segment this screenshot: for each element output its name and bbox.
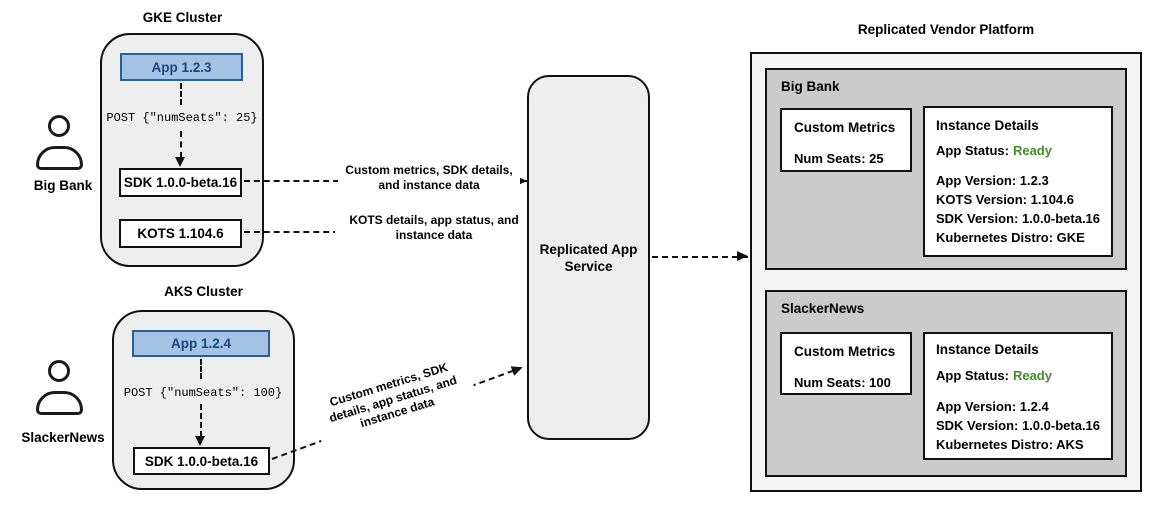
app-status-label: App Status: (936, 368, 1009, 383)
details-row: KOTS Version: 1.104.6 (936, 192, 1075, 207)
instance-details-card: Instance Details App Status:Ready App Ve… (923, 106, 1113, 257)
details-rows: App Version: 1.2.3 KOTS Version: 1.104.6… (936, 171, 1107, 247)
metrics-row: Num Seats: 100 (794, 375, 891, 390)
arrow-head-icon (175, 157, 185, 167)
flow-label: KOTS details, app status, and instance d… (335, 212, 533, 243)
details-title: Instance Details (936, 342, 1039, 357)
app-status-label: App Status: (936, 143, 1009, 158)
details-row: SDK Version: 1.0.0-beta.16 (936, 211, 1101, 226)
customer-name: SlackerNews (781, 301, 865, 316)
dashed-connector (200, 359, 202, 379)
dashed-arrow (652, 256, 748, 258)
post-payload-text: POST {"numSeats": 25} (106, 111, 258, 125)
details-title: Instance Details (936, 118, 1039, 133)
instance-details-card: Instance Details App Status:Ready App Ve… (923, 332, 1113, 460)
dashed-connector (180, 83, 182, 105)
aks-cluster-title: AKS Cluster (164, 284, 243, 299)
metrics-title: Custom Metrics (794, 344, 896, 359)
metrics-title: Custom Metrics (794, 120, 896, 135)
person-icon (48, 360, 70, 382)
status-ready-value: Ready (1012, 143, 1052, 158)
kots-box: KOTS 1.104.6 (119, 219, 242, 248)
arrow-head-icon (737, 251, 748, 261)
app-version-box: App 1.2.3 (120, 53, 243, 81)
arrow-head-icon (516, 176, 527, 186)
app-version-box: App 1.2.4 (132, 330, 270, 357)
arrow-head-icon (195, 436, 205, 446)
sdk-box: SDK 1.0.0-beta.16 (133, 447, 270, 475)
details-row: SDK Version: 1.0.0-beta.16 (936, 418, 1101, 433)
metrics-row: Num Seats: 25 (794, 151, 884, 166)
details-rows: App Version: 1.2.4 SDK Version: 1.0.0-be… (936, 397, 1107, 454)
custom-metrics-card: Custom Metrics Num Seats: 100 (780, 332, 912, 395)
details-row: Kubernetes Distro: AKS (936, 437, 1084, 452)
app-status-row: App Status:Ready (936, 366, 1107, 385)
person-icon (36, 391, 83, 415)
platform-title: Replicated Vendor Platform (857, 22, 1035, 37)
details-row: App Version: 1.2.4 (936, 399, 1049, 414)
replicated-app-service-box: Replicated App Service (527, 75, 650, 440)
details-row: App Version: 1.2.3 (936, 173, 1049, 188)
sdk-box: SDK 1.0.0-beta.16 (119, 168, 242, 197)
flow-label: Custom metrics, SDK details, app status,… (308, 353, 478, 445)
service-label: Replicated App Service (539, 241, 638, 274)
gke-cluster-title: GKE Cluster (142, 10, 223, 25)
dashed-connector (200, 404, 202, 437)
post-payload-text: POST {"numSeats": 100} (123, 386, 283, 400)
custom-metrics-card: Custom Metrics Num Seats: 25 (780, 108, 912, 172)
person-icon (36, 146, 83, 170)
flow-label: Custom metrics, SDK details, and instanc… (338, 162, 520, 193)
persona-label: SlackerNews (21, 430, 105, 445)
persona-label: Big Bank (33, 178, 93, 193)
details-row: Kubernetes Distro: GKE (936, 230, 1085, 245)
arrow-head-icon (510, 362, 525, 376)
customer-name: Big Bank (781, 79, 840, 94)
dashed-connector (180, 131, 182, 158)
app-status-row: App Status:Ready (936, 141, 1107, 160)
status-ready-value: Ready (1012, 368, 1052, 383)
person-icon (48, 115, 70, 137)
